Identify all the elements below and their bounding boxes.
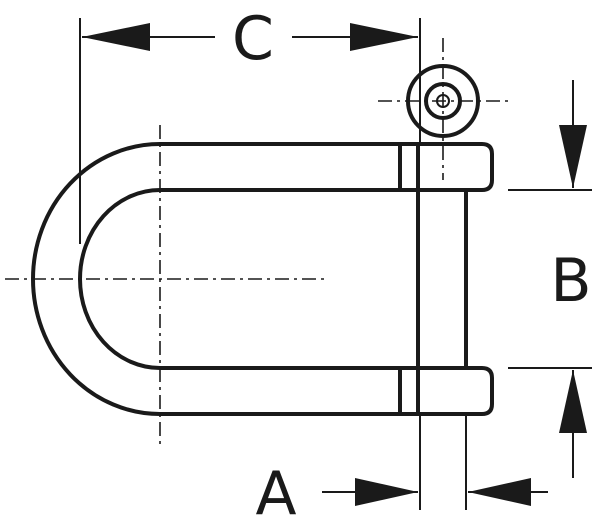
label-b: B: [550, 246, 591, 316]
shackle-body-inner: [78, 188, 402, 370]
lower-eye: [398, 366, 494, 416]
arrow-b-bottom: [559, 370, 587, 433]
shackle-body-outer: [31, 142, 402, 416]
arrow-c-right: [350, 23, 418, 51]
pin-head-outer: [406, 64, 480, 138]
arrow-a-left: [355, 478, 418, 506]
label-c: C: [232, 4, 274, 74]
arrow-c-left: [82, 23, 150, 51]
upper-eye: [398, 142, 494, 192]
arrow-a-right: [468, 478, 531, 506]
pin-shaft: [416, 188, 468, 370]
pin-head-hole: [436, 94, 450, 108]
arrow-b-top: [559, 125, 587, 188]
pin-head-inner: [424, 82, 462, 120]
label-a: A: [255, 459, 296, 521]
